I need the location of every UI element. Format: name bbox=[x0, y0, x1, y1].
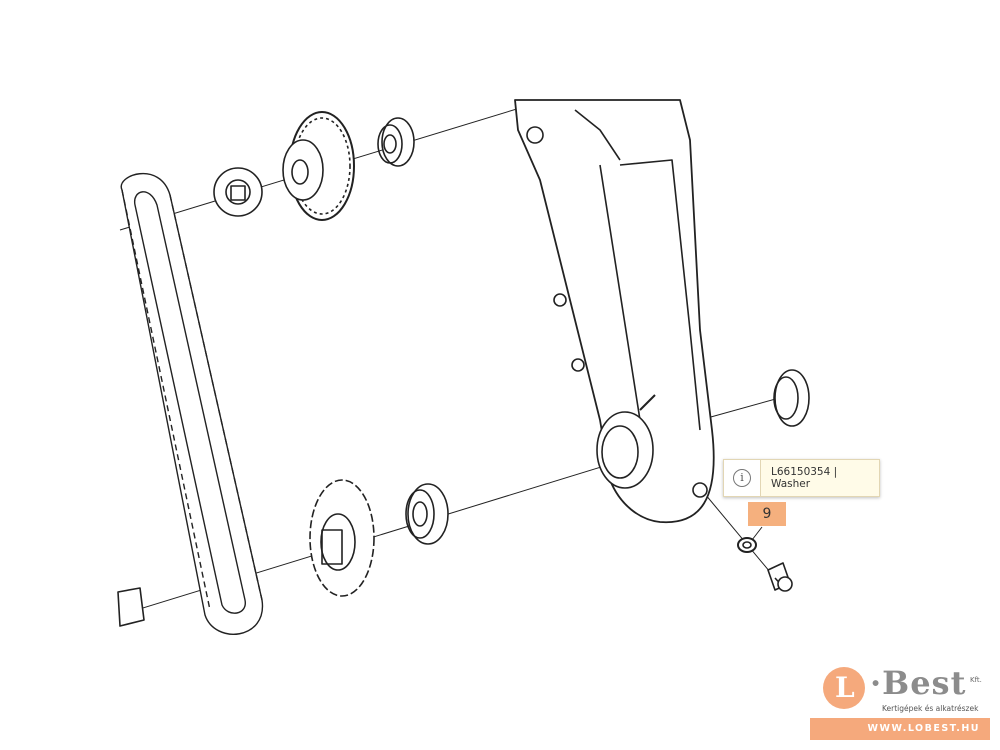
washer bbox=[737, 537, 757, 553]
roller-chain bbox=[120, 172, 264, 635]
logo-brand: ·Best bbox=[870, 664, 967, 702]
logo-suffix: Kft. bbox=[970, 676, 982, 684]
part-number-label: L66150354 | Washer bbox=[761, 460, 879, 496]
shaft-seal bbox=[773, 369, 810, 427]
logo-url: WWW.LOBEST.HU bbox=[810, 718, 990, 740]
lobest-logo: L ·Best Kft. Kertigépek és alkatrészek W… bbox=[810, 662, 990, 742]
logo-tagline: Kertigépek és alkatrészek bbox=[882, 704, 979, 713]
chain-case-housing bbox=[514, 99, 715, 524]
callout-number[interactable]: 9 bbox=[748, 502, 786, 526]
logo-circle: L bbox=[823, 667, 865, 709]
lower-bearing bbox=[405, 483, 449, 545]
small-sprocket bbox=[213, 167, 263, 217]
lower-sprocket bbox=[309, 479, 375, 597]
part-tooltip[interactable]: i L66150354 | Washer bbox=[723, 459, 880, 497]
info-icon[interactable]: i bbox=[724, 460, 761, 496]
bolt bbox=[767, 562, 793, 592]
upper-bearing bbox=[377, 117, 415, 167]
drive-shaft bbox=[117, 587, 145, 627]
large-gear bbox=[282, 111, 355, 221]
